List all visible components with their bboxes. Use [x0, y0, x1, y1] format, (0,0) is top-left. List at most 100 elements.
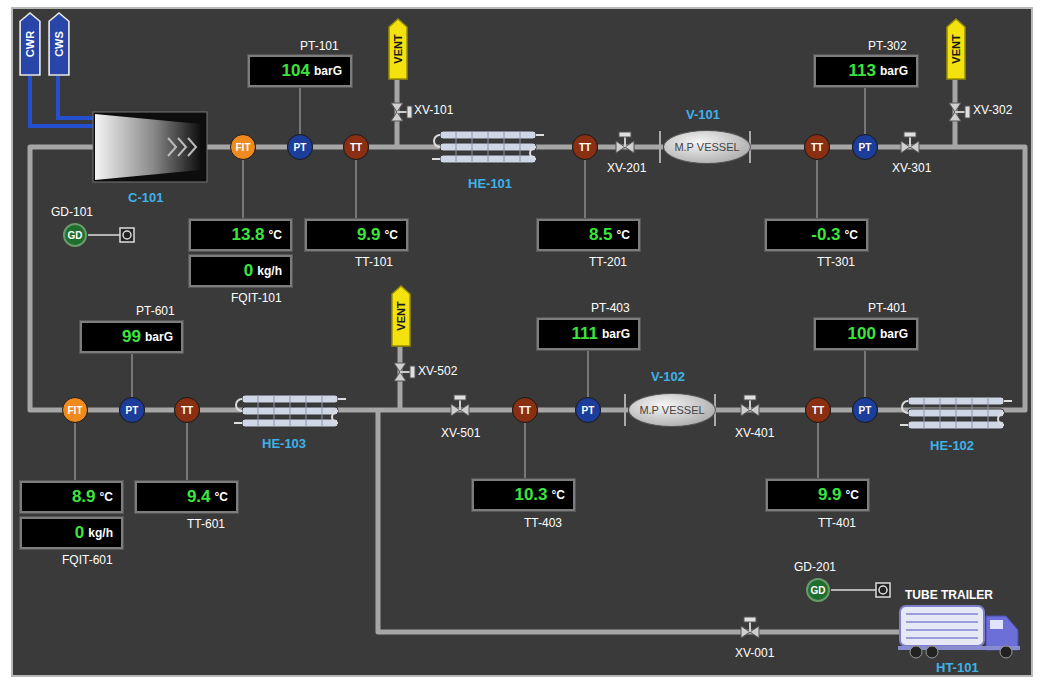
- tag-label: TT-601: [187, 517, 225, 531]
- instrument-code: PT: [126, 405, 139, 416]
- gas-detector-icon: [120, 228, 134, 242]
- tag-label: PT-601: [136, 304, 175, 318]
- readout-display: PT-101104barG: [248, 55, 352, 87]
- signal-leader: [864, 350, 866, 397]
- vent-tag-shape: [389, 19, 407, 79]
- readout-display: 10.3°CTT-403: [472, 479, 575, 511]
- valve-label: XV-302: [973, 103, 1012, 117]
- pressure-vessel: V-101M.P VESSEL: [663, 130, 751, 164]
- readout-display: 0kg/hFQIT-101: [189, 255, 292, 287]
- process-pipe: [751, 145, 804, 150]
- instrument-bubble: PT: [575, 397, 601, 423]
- screen-panel: [12, 8, 1032, 676]
- reading-value: 8.9: [72, 487, 96, 507]
- vent-tag: VENT: [388, 18, 408, 80]
- instrument-code: TT: [181, 405, 193, 416]
- tag-label: PT-302: [868, 39, 907, 53]
- gas-detector: GD-201GD: [806, 578, 830, 602]
- heat-exchanger: [234, 395, 346, 427]
- tag-label: GD-101: [51, 205, 93, 219]
- equipment-label: HE-102: [930, 438, 974, 453]
- tube-trailer: [906, 621, 978, 623]
- reading-value: 0: [244, 261, 253, 281]
- instrument-bubble: FIT: [230, 134, 256, 160]
- signal-leader: [817, 423, 819, 479]
- tag-label: FQIT-101: [231, 291, 282, 305]
- valve-label: XV-301: [892, 161, 931, 175]
- vent-tag: VENT: [946, 18, 966, 80]
- readout-display: PT-60199barG: [80, 321, 183, 353]
- reading-value: 9.9: [357, 225, 381, 245]
- utility-tag: CWS: [48, 12, 70, 76]
- valve-symbol: [394, 363, 415, 381]
- process-pipe: [30, 147, 95, 410]
- vent-tag-shape: [392, 286, 410, 346]
- instrument-code: TT: [519, 405, 531, 416]
- unit-label: °C: [845, 228, 858, 242]
- instrument-bubble: PT: [852, 397, 878, 423]
- tag-text: VENT: [950, 34, 962, 63]
- process-pipe: [878, 147, 1025, 410]
- vessel-label: M.P VESSEL: [674, 141, 739, 153]
- readout-display: 9.9°CTT-401: [766, 479, 869, 511]
- tube-trailer: [898, 606, 1020, 658]
- process-pipe: [88, 408, 119, 413]
- valve-label: XV-401: [735, 426, 774, 440]
- tag-label: FQIT-601: [62, 553, 113, 567]
- valve-label: XV-502: [418, 364, 457, 378]
- process-pipe: [716, 408, 805, 413]
- process-pipe: [538, 408, 575, 413]
- cooling-water-line: [30, 76, 100, 126]
- vessel-bracket: [659, 131, 661, 163]
- signal-leader: [864, 87, 866, 134]
- compressor: [188, 138, 196, 156]
- unit-label: °C: [552, 488, 565, 502]
- signal-leader: [131, 353, 133, 397]
- compressor: [168, 138, 176, 156]
- tag-label: PT-401: [868, 301, 907, 315]
- gas-detector-icon: [88, 228, 890, 597]
- readout-display: 8.5°CTT-201: [537, 219, 640, 251]
- compressor: [93, 112, 207, 182]
- reading-value: 9.4: [187, 487, 211, 507]
- vessel-bracket: [624, 394, 626, 426]
- valve-label: XV-001: [735, 646, 774, 660]
- tube-trailer: [906, 637, 978, 639]
- reading-value: 13.8: [231, 225, 264, 245]
- process-pipe: [30, 80, 955, 632]
- equipment-label: HE-101: [468, 176, 512, 191]
- unit-label: °C: [617, 228, 630, 242]
- reading-value: 104: [282, 61, 310, 81]
- gas-detector-icon: [831, 589, 876, 591]
- signal-leader: [299, 87, 301, 134]
- signal-leader: [242, 160, 244, 219]
- reading-value: -0.3: [811, 225, 840, 245]
- tag-label: TT-301: [817, 255, 855, 269]
- valve-symbol: [391, 103, 970, 638]
- instrument-code: TT: [812, 405, 824, 416]
- signal-leader: [524, 423, 526, 479]
- readout-display: PT-403111barG: [537, 318, 640, 350]
- signal-leader: [186, 423, 188, 481]
- instrument-code: FIT: [68, 405, 83, 416]
- tube-trailer: [986, 616, 1018, 650]
- readout-display: 13.8°C: [189, 219, 292, 251]
- gas-detector: GD-101GD: [63, 223, 87, 247]
- valve-symbol: [949, 103, 970, 121]
- instrument-code: PT: [294, 142, 307, 153]
- instrument-code: PT: [582, 405, 595, 416]
- vessel-label: M.P VESSEL: [639, 404, 704, 416]
- reading-value: 9.9: [818, 485, 842, 505]
- valve-label: XV-101: [414, 103, 453, 117]
- process-pipe: [256, 145, 287, 150]
- tag-label: V-102: [651, 369, 685, 384]
- tube-trailer: [926, 646, 938, 658]
- vent-tag-shape: [947, 19, 965, 79]
- instrument-code: GD: [811, 585, 826, 596]
- signal-leader: [584, 160, 586, 219]
- tag-label: TT-403: [524, 516, 562, 530]
- instrument-bubble: PT: [852, 134, 878, 160]
- pressure-vessel: V-102M.P VESSEL: [628, 393, 716, 427]
- signal-leader: [74, 423, 76, 481]
- instrument-bubble: PT: [119, 397, 145, 423]
